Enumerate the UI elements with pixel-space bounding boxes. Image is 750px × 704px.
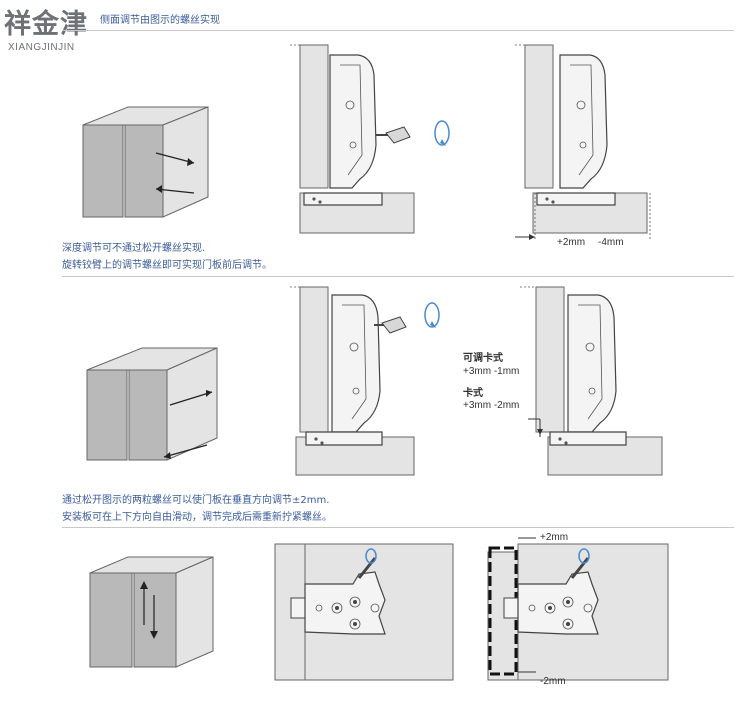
hinge-diagram-depth-result: [515, 44, 651, 241]
vertical-caption-line1: 通过松开图示的两粒螺丝可以使门板在垂直方向调节±2mm.: [62, 495, 330, 506]
brand-logo: 祥金津 XIANGJINJIN: [0, 0, 100, 62]
depth-dimension-minus: -4mm: [598, 237, 624, 248]
clip-values: +3mm -2mm: [463, 400, 520, 411]
adjustable-clip-label: 可调卡式: [463, 353, 503, 364]
height-dimension-plus: +2mm: [540, 532, 569, 543]
divider-section2: [62, 527, 734, 528]
hinge-diagram-vertical-adjust: [290, 286, 440, 476]
mounting-plate-diagram: [274, 543, 454, 681]
header-title: 侧面调节由图示的螺丝实现: [100, 15, 220, 26]
clip-label: 卡式: [463, 388, 483, 399]
logo-english-text: XIANGJINJIN: [8, 42, 75, 53]
cabinet-illustration-height: [89, 556, 214, 668]
vertical-caption-line2: 安装板可在上下方向自由滑动，调节完成后需重新拧紧螺丝。: [62, 512, 332, 523]
depth-dimension-plus: +2mm: [557, 237, 586, 248]
cabinet-illustration-vertical: [86, 347, 218, 461]
divider-section1: [62, 276, 734, 277]
height-dimension-minus: -2mm: [540, 676, 566, 687]
depth-caption-line2: 旋转铰臂上的调节螺丝即可实现门板前后调节。: [62, 260, 272, 271]
hinge-diagram-depth-adjust: [290, 44, 450, 234]
logo-chinese-text: 祥金津: [4, 9, 88, 40]
hinge-diagram-vertical-result: [520, 286, 663, 476]
depth-caption-line1: 深度调节可不通过松开螺丝实现.: [62, 243, 206, 254]
cabinet-illustration-depth: [82, 106, 209, 218]
mounting-plate-diagram-adjusted: [487, 537, 669, 681]
divider-top: [62, 30, 734, 31]
adjustable-clip-values: +3mm -1mm: [463, 366, 520, 377]
